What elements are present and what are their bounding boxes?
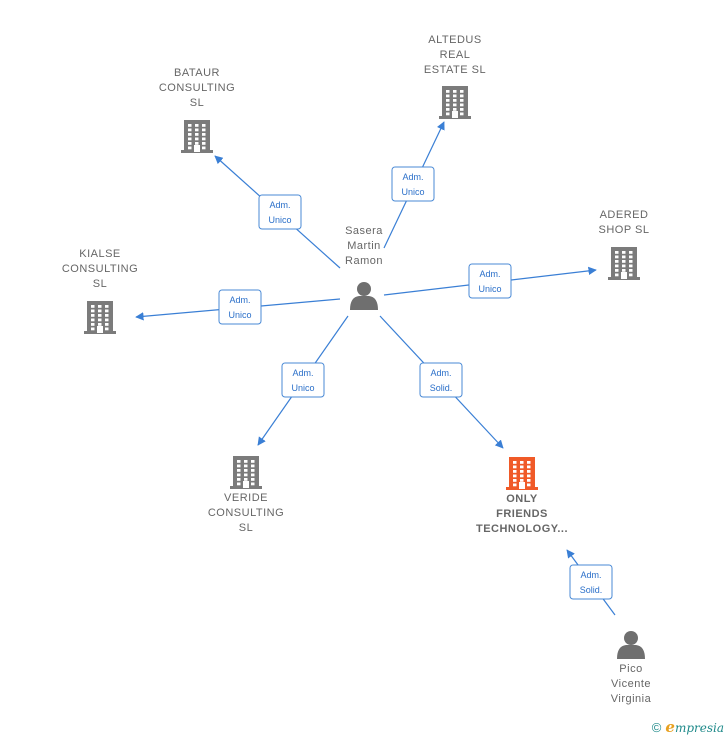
node-label-sasera: Martin	[347, 240, 381, 252]
node-label-bataur: BATAUR	[174, 67, 220, 79]
node-label-pico: Vicente	[611, 678, 651, 690]
role-badge-sasera-veride[interactable]: Adm. Unico	[281, 362, 325, 398]
node-label-altedus: ALTEDUS	[428, 34, 481, 46]
brand-logo[interactable]: empresia	[665, 718, 724, 736]
building-icon	[506, 457, 538, 490]
node-label-altedus: REAL	[440, 49, 471, 61]
role-text: Adm.	[479, 269, 500, 279]
role-text: Adm.	[430, 368, 451, 378]
node-label-adered: SHOP SL	[599, 224, 650, 236]
role-badge-pico-only[interactable]: Adm. Solid.	[569, 564, 613, 600]
role-badge-sasera-bataur[interactable]: Adm. Unico	[258, 194, 302, 230]
building-icon	[230, 456, 262, 489]
node-label-kialse: SL	[93, 278, 107, 290]
copyright-icon: ©	[651, 719, 662, 735]
node-label-bataur: CONSULTING	[159, 82, 235, 94]
node-adered[interactable]: ADERED SHOP SL	[599, 209, 650, 280]
node-label-bataur: SL	[190, 97, 204, 109]
role-badge-sasera-adered[interactable]: Adm. Unico	[468, 263, 512, 299]
node-label-kialse: CONSULTING	[62, 263, 138, 275]
role-text: Unico	[228, 310, 251, 320]
role-text: Adm.	[269, 200, 290, 210]
role-text: Adm.	[229, 295, 250, 305]
node-kialse[interactable]: KIALSE CONSULTING SL	[62, 248, 138, 334]
role-badge-sasera-kialse[interactable]: Adm. Unico	[218, 289, 262, 325]
node-veride[interactable]: VERIDE CONSULTING SL	[208, 456, 284, 534]
node-label-only: FRIENDS	[496, 508, 548, 520]
role-text: Unico	[291, 383, 314, 393]
role-text: Unico	[401, 187, 424, 197]
node-label-pico: Pico	[619, 663, 642, 675]
role-text: Solid.	[430, 383, 453, 393]
role-text: Unico	[268, 215, 291, 225]
role-text: Unico	[478, 284, 501, 294]
node-label-veride: SL	[239, 522, 253, 534]
node-label-adered: ADERED	[600, 209, 649, 221]
node-label-kialse: KIALSE	[79, 248, 121, 260]
building-icon	[84, 301, 116, 334]
person-icon	[350, 282, 378, 310]
role-badge-sasera-altedus[interactable]: Adm. Unico	[391, 166, 435, 202]
node-label-pico: Virginia	[611, 693, 652, 705]
node-label-only: TECHNOLOGY...	[476, 523, 568, 535]
node-label-sasera: Sasera	[345, 225, 383, 237]
node-label-sasera: Ramon	[345, 255, 383, 267]
role-text: Adm.	[402, 172, 423, 182]
building-icon	[181, 120, 213, 153]
role-text: Adm.	[292, 368, 313, 378]
role-badge-sasera-only[interactable]: Adm. Solid.	[419, 362, 463, 398]
node-label-altedus: ESTATE SL	[424, 64, 486, 76]
node-only[interactable]: ONLY FRIENDS TECHNOLOGY...	[476, 457, 568, 535]
building-icon	[608, 247, 640, 280]
node-label-veride: CONSULTING	[208, 507, 284, 519]
person-icon	[617, 631, 645, 659]
building-icon	[439, 86, 471, 119]
role-text: Adm.	[580, 570, 601, 580]
node-bataur[interactable]: BATAUR CONSULTING SL	[159, 67, 235, 153]
node-label-veride: VERIDE	[224, 492, 268, 504]
role-text: Solid.	[580, 585, 603, 595]
footer-brand: © empresia	[652, 718, 724, 736]
node-label-only: ONLY	[506, 493, 538, 505]
node-altedus[interactable]: ALTEDUS REAL ESTATE SL	[424, 34, 486, 119]
